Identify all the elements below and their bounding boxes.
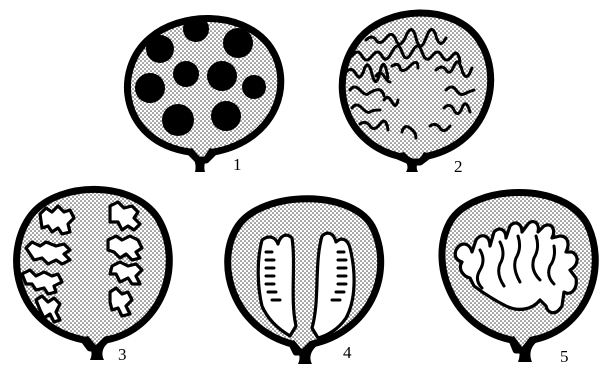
panel-label: 1 bbox=[233, 155, 242, 174]
solid-cavity bbox=[211, 101, 241, 131]
solid-cavity bbox=[146, 35, 174, 63]
panel-2: 2 bbox=[342, 13, 490, 176]
sac-outline bbox=[228, 199, 381, 352]
panel-label: 4 bbox=[343, 343, 352, 362]
solid-cavity bbox=[135, 73, 165, 103]
solid-cavity bbox=[223, 28, 253, 58]
solid-cavity bbox=[207, 61, 237, 91]
panel-3: 3 bbox=[17, 189, 170, 364]
panel-label: 3 bbox=[118, 345, 127, 364]
panel-4: 4 bbox=[228, 199, 381, 364]
panel-label: 2 bbox=[454, 157, 463, 176]
solid-cavity bbox=[242, 75, 266, 99]
solid-cavity bbox=[183, 16, 209, 42]
panel-1: 1 bbox=[127, 16, 280, 174]
solid-cavity bbox=[173, 61, 199, 87]
solid-cavity bbox=[162, 104, 194, 136]
panel-label: 5 bbox=[560, 347, 569, 366]
panel-5: 5 bbox=[442, 193, 595, 367]
